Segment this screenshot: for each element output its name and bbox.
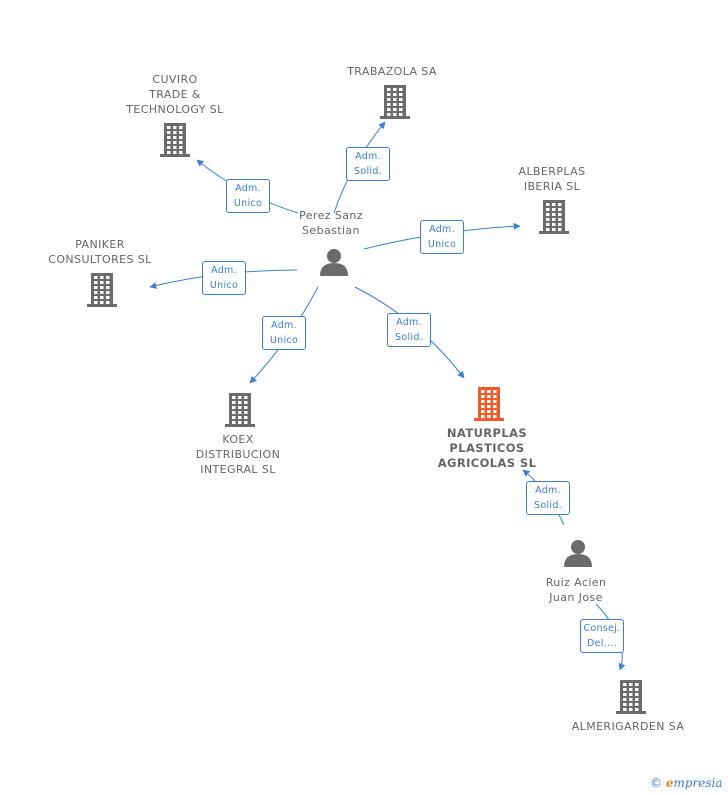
role-badge-ruiz-naturplas[interactable]: Adm. Solid. (526, 481, 570, 515)
almerigarden-label[interactable]: ALMERIGARDEN SA (548, 719, 708, 734)
trabazola-label[interactable]: TRABAZOLA SA (312, 64, 472, 79)
role-badge-text: Adm. (355, 151, 381, 162)
role-badge-perez-koex[interactable]: Adm. Unico (262, 316, 306, 350)
role-badge-perez-trabazola[interactable]: Adm. Solid. (346, 147, 390, 181)
trabazola-label-line: TRABAZOLA SA (347, 65, 437, 78)
role-badge-perez-alberplas[interactable]: Adm. Unico (420, 220, 464, 254)
role-badge-text: Unico (269, 335, 299, 346)
koex-label[interactable]: KOEX DISTRIBUCION INTEGRAL SL (158, 432, 318, 477)
copyright-symbol: © (650, 776, 662, 790)
role-badge-perez-naturplas[interactable]: Adm. Solid. (387, 313, 431, 347)
role-badge-text: Consej. (583, 623, 621, 634)
role-badge-text: Del.... (587, 638, 617, 649)
role-badge-text: Unico (427, 239, 457, 250)
role-badge-text: Adm. (396, 317, 422, 328)
role-badge-text: Solid. (395, 332, 423, 343)
koex-building-icon[interactable] (225, 393, 255, 427)
role-badge-text: Adm. (235, 183, 261, 194)
koex-label-line: DISTRIBUCION (195, 448, 281, 461)
trabazola-building-icon[interactable] (380, 85, 410, 119)
cuviro-building-icon[interactable] (160, 123, 190, 157)
koex-label-line: INTEGRAL SL (200, 463, 276, 476)
role-badge-text: Solid. (534, 500, 562, 511)
role-badge-text: Adm. (271, 320, 297, 331)
role-badge-text: Unico (233, 198, 263, 209)
empresia-logo[interactable]: empresia (665, 776, 723, 790)
role-badge-perez-cuviro[interactable]: Adm. Unico (226, 179, 270, 213)
empresia-footer: © empresia (650, 776, 723, 790)
koex-label-line: KOEX (222, 433, 254, 446)
perez-label-line: Perez Sanz (299, 209, 363, 222)
role-badge-ruiz-almerigarden[interactable]: Consej. Del.... (580, 619, 624, 653)
perez-person-icon[interactable] (320, 249, 348, 276)
almerigarden-building-icon[interactable] (616, 680, 646, 714)
perez-label-line: Sebastian (302, 224, 360, 237)
paniker-building-icon[interactable] (87, 273, 117, 307)
role-badge-text: Unico (209, 280, 239, 291)
paniker-label-line: CONSULTORES SL (48, 253, 152, 266)
alberplas-building-icon[interactable] (539, 200, 569, 234)
paniker-label-line: PANIKER (75, 238, 125, 251)
role-badge-text: Solid. (354, 166, 382, 177)
ruiz-label-line: Ruiz Acien (545, 576, 607, 589)
alberplas-label-line: ALBERPLAS (518, 165, 586, 178)
naturplas-label-line: AGRICOLAS SL (437, 456, 537, 470)
role-badge-perez-paniker[interactable]: Adm. Unico (202, 261, 246, 295)
naturplas-label-line: NATURPLAS (446, 426, 528, 440)
ruiz-person-icon[interactable] (564, 540, 592, 567)
ruiz-label-line: Juan Jose (549, 591, 603, 604)
almerigarden-label-line: ALMERIGARDEN SA (571, 720, 685, 733)
paniker-label[interactable]: PANIKER CONSULTORES SL (20, 237, 180, 267)
cuviro-label-line: TRADE & (149, 88, 201, 101)
cuviro-label-line: TECHNOLOGY SL (126, 103, 224, 116)
role-badge-text: Adm. (429, 224, 455, 235)
alberplas-label[interactable]: ALBERPLAS IBERIA SL (472, 164, 632, 194)
alberplas-label-line: IBERIA SL (523, 180, 581, 193)
naturplas-building-icon[interactable] (474, 387, 504, 421)
role-badge-text: Adm. (211, 265, 237, 276)
naturplas-label-line: PLASTICOS (449, 441, 525, 455)
role-badge-text: Adm. (535, 485, 561, 496)
cuviro-label-line: CUVIRO (152, 73, 198, 86)
cuviro-label[interactable]: CUVIRO TRADE & TECHNOLOGY SL (95, 72, 255, 117)
